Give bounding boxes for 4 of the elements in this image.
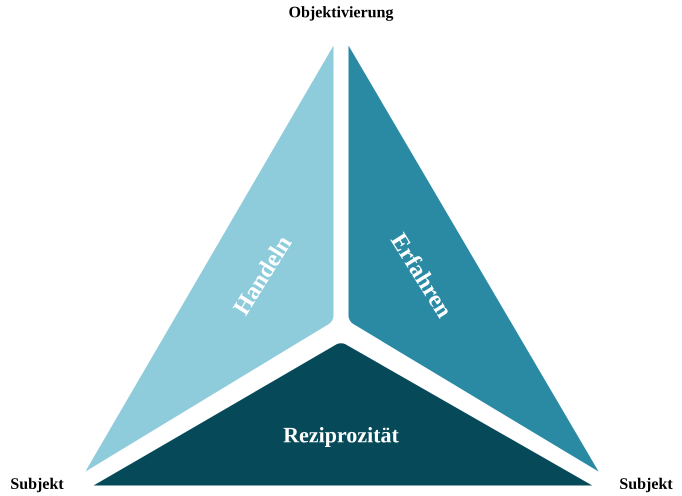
triangle-segment: Reziprozität [90,340,596,488]
corner-label: Subjekt [620,478,673,492]
corner-label: Subjekt [11,478,64,492]
corner-label: Objektivierung [289,6,394,21]
